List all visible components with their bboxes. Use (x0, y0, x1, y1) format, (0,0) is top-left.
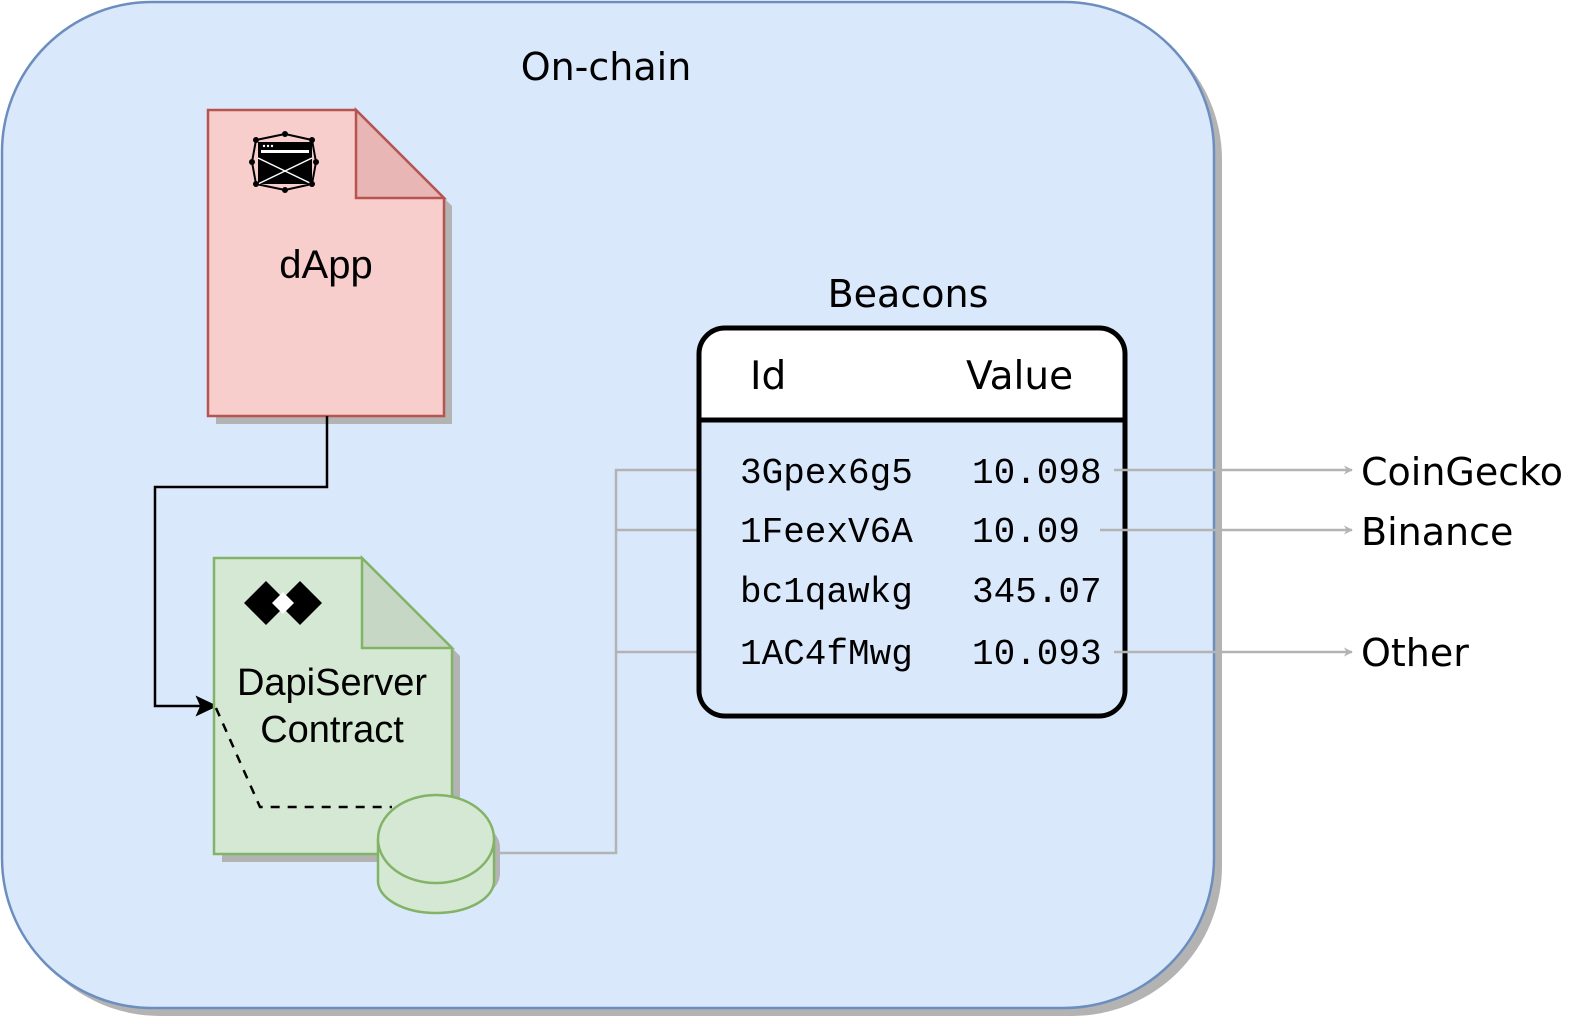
table-row[interactable]: 3Gpex6g5 10.098 (740, 453, 1102, 494)
table-row[interactable]: bc1qawkg 345.07 (740, 572, 1102, 613)
row-value: 10.09 (972, 512, 1080, 553)
row-value: 10.098 (972, 453, 1102, 494)
beacons-table: Beacons Id Value 3Gpex6g5 10.098 1FeexV6… (696, 272, 1128, 719)
dapp-label: dApp (279, 243, 372, 287)
source-binance[interactable]: Binance (1361, 510, 1513, 554)
dapp-document[interactable]: dApp (206, 106, 452, 424)
external-sources: CoinGecko Binance Other (1361, 450, 1563, 675)
row-id: 3Gpex6g5 (740, 453, 913, 494)
contract-document[interactable]: DapiServer Contract (212, 554, 460, 862)
row-id: 1AC4fMwg (740, 634, 913, 675)
dashed-link (214, 707, 392, 809)
contract-label-line1: DapiServer (237, 662, 427, 704)
table-row[interactable]: 1AC4fMwg 10.093 (740, 634, 1102, 675)
browser-network-icon (249, 131, 319, 193)
row-id: 1FeexV6A (740, 512, 913, 553)
row-value: 345.07 (972, 572, 1102, 613)
beacons-title: Beacons (828, 272, 989, 316)
region-title: On-chain (521, 45, 692, 89)
contract-label-line2: Contract (260, 709, 404, 751)
table-row[interactable]: 1FeexV6A 10.09 (740, 512, 1080, 553)
source-other[interactable]: Other (1361, 631, 1469, 675)
source-arrows (1100, 465, 1353, 657)
row-value: 10.093 (972, 634, 1102, 675)
column-header-value: Value (966, 354, 1073, 399)
dapp-to-contract-connector (153, 416, 329, 717)
api3-logo-icon (244, 581, 322, 625)
column-header-id: Id (750, 354, 786, 399)
row-id: bc1qawkg (740, 572, 913, 613)
database-icon[interactable] (376, 793, 500, 915)
source-coingecko[interactable]: CoinGecko (1361, 450, 1563, 494)
